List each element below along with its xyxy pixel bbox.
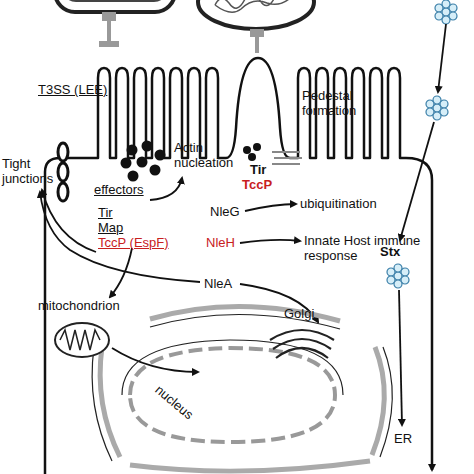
stx-toxin [387,264,409,288]
effector-dots [121,141,166,182]
organelle-golgi: Golgi [262,306,344,368]
effector-name: Tir [250,162,266,177]
organelle-shape [110,340,355,450]
t3ss-needle [250,29,264,37]
effector-label: effectors [94,182,144,197]
toxin-label: Stx [380,244,400,259]
t3ss-needle [99,41,119,47]
t3ss-needle [107,21,111,41]
bacterium [55,0,175,12]
effector-name: NleG [210,204,240,219]
organelle-mitochondrion: mitochondrion [38,298,130,360]
effector-name: NleH [206,235,235,250]
stx-toxin [435,0,457,24]
effector-name: Tir [98,205,113,220]
system-label: T3SS (LEE) [38,82,107,97]
actin-filaments [272,152,302,164]
effector-name: NleA [204,276,232,291]
organelle-er: ER [90,285,450,474]
tir-dots [243,143,261,161]
stx-toxin [426,96,448,120]
structure-label: Tight junctions [2,156,58,186]
organelle-nucleus: nucleus [110,340,355,450]
tight-junction [58,183,68,201]
organelle-label: Golgi [284,306,314,321]
t3ss-needle [102,12,116,21]
process-label: Innate Host immune response [304,233,432,263]
t3ss-needle [255,37,259,53]
effector-name: TccP [242,177,272,192]
tight-junction [58,163,68,181]
process-label: Actin nucleation [174,140,244,170]
organelle-label: nucleus [152,382,196,422]
bacterial-dna [215,0,289,12]
organelle-label: mitochondrion [38,298,120,313]
process-label: ubiquitination [300,196,377,211]
tight-junction [58,143,68,161]
bacterium-body [62,0,168,2]
bacterium [198,0,314,29]
process-label: Pedestal formation [302,88,374,118]
effector-name: TccP (EspF) [98,235,169,250]
organelle-label: ER [394,431,412,446]
effector-name: Map [98,220,123,235]
